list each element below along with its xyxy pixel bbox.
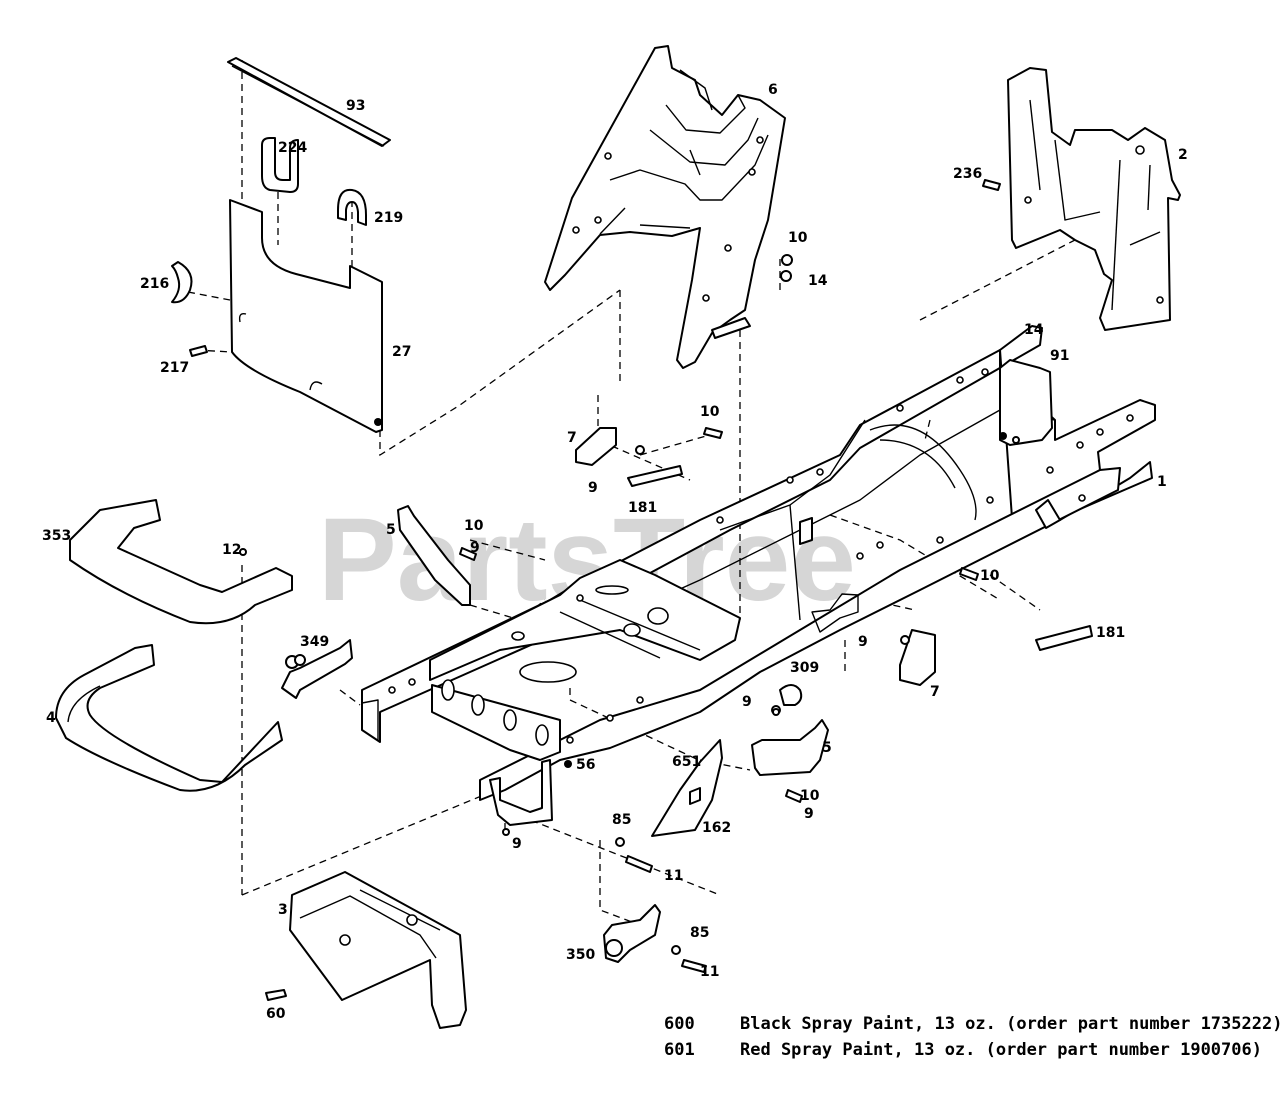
part-9-nut — [635, 445, 645, 455]
callout-11: 11 — [664, 868, 683, 884]
callout-219: 219 — [374, 210, 403, 226]
callout-85: 85 — [690, 925, 709, 941]
part-7-bracket-upper — [575, 427, 617, 466]
part-85-nut — [615, 837, 625, 847]
callout-9: 9 — [470, 540, 480, 556]
callout-5: 5 — [822, 740, 832, 756]
part-651-bolt — [689, 787, 701, 805]
callout-217: 217 — [160, 360, 189, 376]
callout-10: 10 — [980, 568, 1000, 584]
callout-93: 93 — [346, 98, 365, 114]
part-2-side-bracket — [1007, 67, 1181, 331]
part-236-bolt — [982, 179, 1001, 191]
part-5-bracket-upper — [397, 505, 471, 606]
callout-162: 162 — [702, 820, 731, 836]
callout-9: 9 — [588, 480, 598, 496]
paint-note-text: Red Spray Paint, 13 oz. (order part numb… — [740, 1040, 1262, 1060]
part-3-battery-tray — [289, 871, 467, 1029]
part-349-latch — [281, 639, 353, 699]
callout-10: 10 — [700, 404, 720, 420]
callout-10: 10 — [464, 518, 484, 534]
callout-224: 224 — [278, 140, 307, 156]
callout-10: 10 — [788, 230, 808, 246]
paint-note-text: Black Spray Paint, 13 oz. (order part nu… — [740, 1014, 1280, 1034]
callout-309: 309 — [790, 660, 819, 676]
callout-27: 27 — [392, 344, 411, 360]
callout-9: 9 — [804, 806, 814, 822]
part-11-bolt — [625, 855, 653, 873]
part-5-bracket-lower — [751, 719, 829, 776]
part-93-trim-strip — [227, 57, 391, 147]
callout-7: 7 — [930, 684, 940, 700]
part-6-seat-bracket — [544, 45, 786, 369]
callout-56: 56 — [576, 757, 595, 773]
callout-1: 1 — [1157, 474, 1167, 490]
part-callouts: 1 2 3 4 5 5 6 7 7 9 9 9 9 9 9 10 10 10 1… — [42, 82, 1188, 1022]
callout-60: 60 — [266, 1006, 286, 1022]
part-216-crescent — [171, 261, 193, 304]
callout-350: 350 — [566, 947, 595, 963]
paint-note-number: 601 — [664, 1040, 695, 1060]
part-162-guard — [651, 739, 723, 837]
part-12-rivet — [239, 548, 247, 556]
callout-9: 9 — [742, 694, 752, 710]
part-56-bracket — [489, 759, 553, 826]
part-219-clip — [337, 188, 367, 226]
callout-5: 5 — [386, 522, 396, 538]
part-181-shim-upper — [627, 465, 683, 487]
callout-236: 236 — [953, 166, 982, 182]
callout-14: 14 — [808, 273, 828, 289]
callout-349: 349 — [300, 634, 329, 650]
callout-12: 12 — [222, 542, 241, 558]
part-353-plate — [69, 499, 293, 625]
part-27-panel — [229, 199, 383, 433]
part-217-screw — [189, 345, 208, 357]
callout-11: 11 — [700, 964, 719, 980]
paint-note-601: 601 Red Spray Paint, 13 oz. (order part n… — [664, 1040, 1262, 1060]
part-309-knob — [779, 684, 803, 706]
part-14-washer — [780, 270, 792, 282]
part-4-bumper — [55, 644, 283, 792]
callout-2: 2 — [1178, 147, 1188, 163]
callout-14: 14 — [1024, 322, 1044, 338]
callout-6: 6 — [768, 82, 778, 98]
callout-10: 10 — [800, 788, 820, 804]
part-224-clip — [261, 137, 299, 193]
paint-note-number: 600 — [664, 1014, 695, 1034]
callout-9: 9 — [858, 634, 868, 650]
part-60-screw — [265, 989, 287, 1001]
part-1-main-frame — [361, 325, 1156, 801]
callout-353: 353 — [42, 528, 71, 544]
part-10-nut — [781, 254, 793, 266]
callout-216: 216 — [140, 276, 169, 292]
part-91-bracket — [999, 359, 1053, 446]
part-10-bolt — [703, 427, 723, 439]
callout-181: 181 — [1096, 625, 1125, 641]
part-181-shim-lower — [1035, 625, 1093, 651]
callout-181: 181 — [628, 500, 657, 516]
callout-7: 7 — [567, 430, 577, 446]
callout-651: 651 — [672, 754, 701, 770]
paint-note-600: 600 Black Spray Paint, 13 oz. (order part… — [664, 1014, 1280, 1034]
callout-85: 85 — [612, 812, 631, 828]
callout-3: 3 — [278, 902, 288, 918]
callout-91: 91 — [1050, 348, 1069, 364]
part-7-bracket-lower — [899, 629, 936, 686]
callout-4: 4 — [46, 710, 56, 726]
callout-9: 9 — [512, 836, 522, 852]
